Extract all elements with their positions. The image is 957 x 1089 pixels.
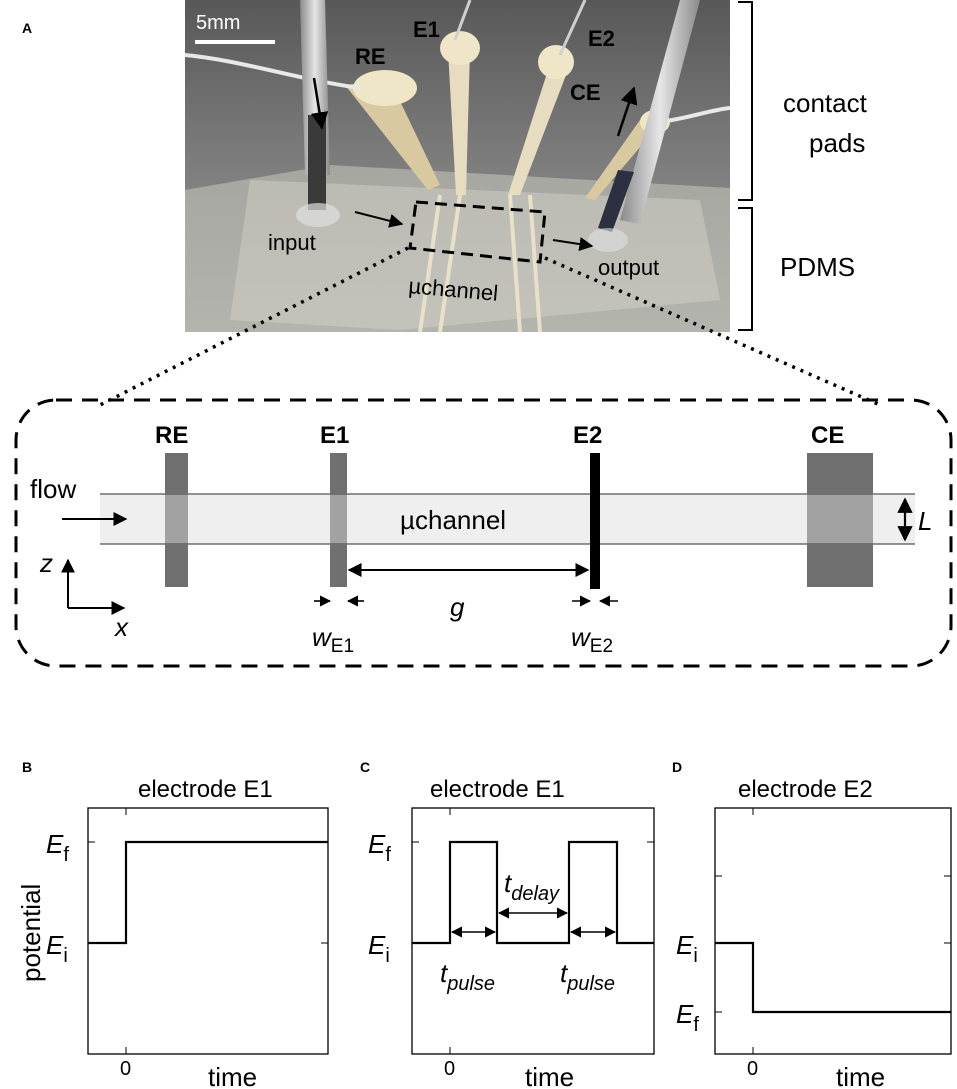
plot-c-ef-label: Ef [368, 829, 391, 866]
plot-b-title: electrode E1 [138, 776, 273, 803]
zoom-line-right [544, 256, 881, 407]
x-axis-label: x [113, 612, 129, 642]
schematic-label-re: RE [155, 422, 188, 449]
plot-d-ei-label: Ei [676, 930, 698, 967]
plot-c-ei-label: Ei [368, 930, 390, 967]
width-e1-label: wE1 [312, 622, 354, 657]
plot-c-trace [412, 840, 654, 945]
input-arrow [354, 211, 404, 228]
plot-d-xlabel: time [836, 1062, 885, 1089]
inlet-tube-arrow [310, 77, 329, 130]
bracket-contact-pads [738, 1, 753, 201]
plot-d-trace [715, 941, 951, 1014]
plot-c-delay-label: tdelay [504, 868, 560, 905]
device-photo [184, 0, 731, 333]
plot-c-pulse-label-2: tpulse [560, 958, 615, 995]
plot-b-trace [88, 840, 328, 945]
schematic-frame [14, 398, 953, 668]
plot-d-zero: 0 [747, 1058, 758, 1080]
width-e2-label: wE2 [571, 622, 613, 657]
photo-label-output: output [598, 255, 659, 280]
z-axis-label: z [39, 548, 53, 578]
plot-d-axes [714, 807, 952, 1055]
side-label-contact: contact [783, 88, 868, 118]
schematic-label-e2: E2 [573, 422, 602, 449]
panel-letter-b: B [22, 759, 32, 775]
electrode-re [165, 453, 188, 587]
height-label: L [918, 506, 932, 536]
plot-d-title: electrode E2 [738, 776, 873, 803]
plot-b-zero: 0 [120, 1058, 131, 1080]
plot-c-title: electrode E1 [430, 776, 565, 803]
schematic-label-ce: CE [811, 422, 844, 449]
flow-label: flow [30, 474, 76, 504]
plot-b-axes [87, 807, 329, 1055]
schematic-label-e1: E1 [320, 422, 349, 449]
electrode-ce [807, 453, 873, 587]
plot-b-xlabel: time [208, 1062, 257, 1089]
channel-label: µchannel [400, 505, 506, 535]
output-arrow [552, 237, 594, 252]
plot-b-ylabel: potential [16, 884, 46, 982]
electrode-e1 [330, 453, 347, 587]
panel-letter-d: D [672, 759, 682, 775]
plot-c-pulse-label-1: tpulse [440, 958, 495, 995]
electrode-e2 [590, 453, 600, 589]
photo-label-input: input [268, 230, 316, 255]
plot-b-ef-label: Ef [46, 829, 69, 866]
bracket-pdms [738, 207, 753, 331]
plot-b-ei-label: Ei [46, 930, 68, 967]
photo-channel-box [408, 200, 547, 264]
microchannel [100, 494, 915, 544]
panel-letter-c: C [360, 759, 370, 775]
photo-label-re: RE [355, 44, 386, 69]
zoom-line-left [99, 246, 409, 407]
photo-label-e2: E2 [588, 26, 615, 51]
photo-label-e1: E1 [413, 17, 440, 42]
plot-d-ef-label: Ef [676, 999, 699, 1036]
photo-label-ce: CE [570, 80, 601, 105]
panel-letter-a: A [22, 20, 32, 36]
scale-bar-label: 5mm [196, 12, 240, 34]
side-label-pads: pads [809, 128, 865, 158]
plot-c-xlabel: time [525, 1062, 574, 1089]
plot-c-zero: 0 [444, 1058, 455, 1080]
gap-label: g [450, 592, 465, 622]
outlet-tube-arrow [616, 86, 638, 137]
side-label-pdms: PDMS [780, 252, 855, 282]
